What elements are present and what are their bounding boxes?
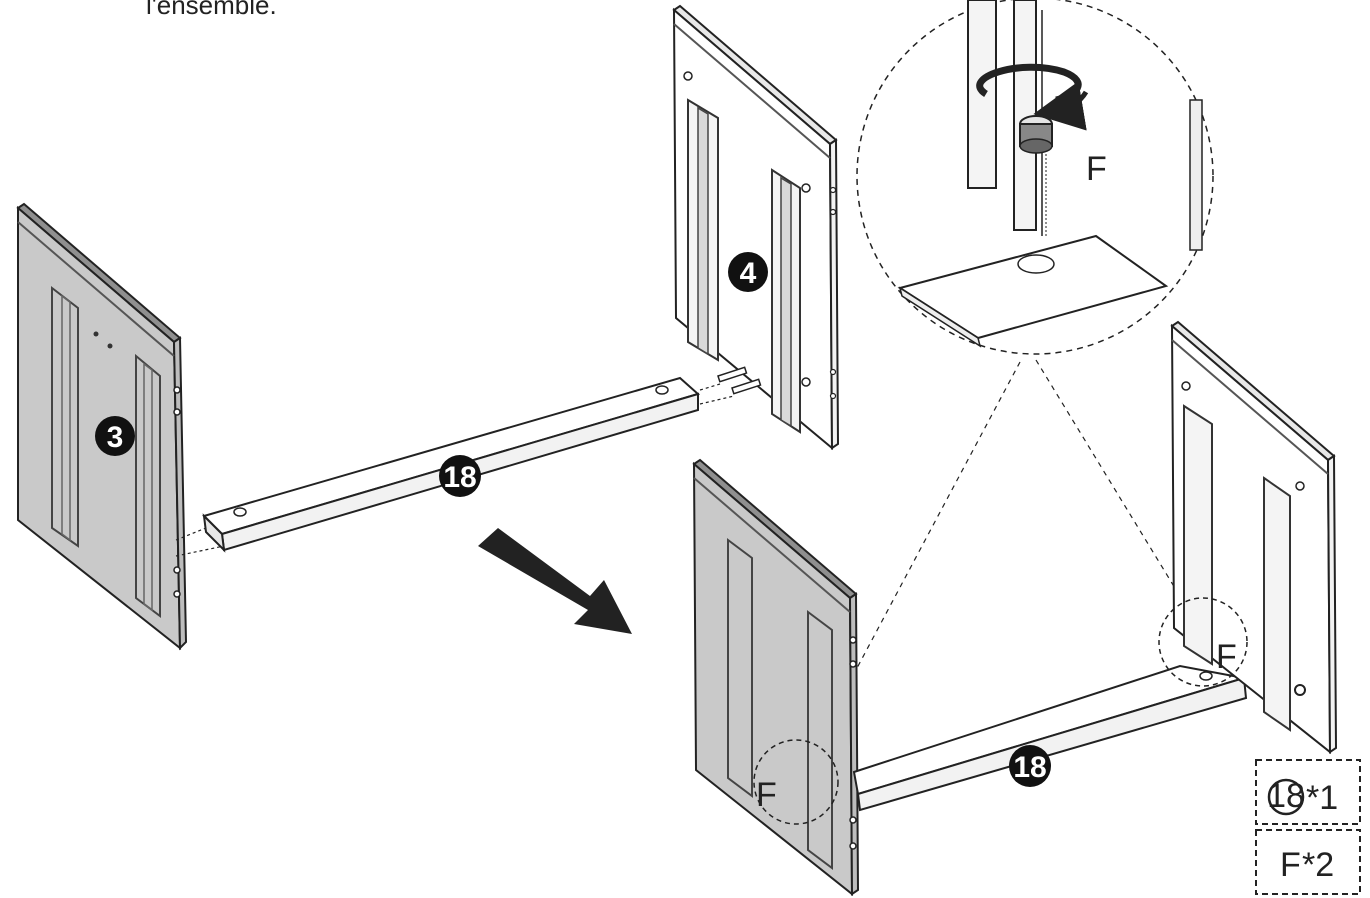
part-badge-18-assembled — [1009, 745, 1051, 787]
panel-assembled-left: F — [692, 458, 860, 897]
parts-list-qty-1: *1 — [1306, 779, 1338, 817]
part-badge-3 — [95, 416, 135, 456]
parts-list-part-2: F — [1280, 846, 1301, 884]
instruction-caption: l'ensemble. — [146, 0, 277, 20]
part-number-4: 4 — [740, 257, 757, 290]
fastener-label-zoom: F — [1086, 150, 1107, 188]
part-number-18-assembled: 18 — [1013, 751, 1046, 784]
parts-list-part-1: 18 — [1267, 777, 1305, 815]
part-number-3: 3 — [107, 421, 124, 454]
detail-ring-right — [1158, 597, 1248, 687]
rail-assembled: 18 — [852, 664, 1248, 812]
parts-list-box-2 — [1255, 829, 1361, 895]
part-badge-4 — [728, 252, 768, 292]
parts-list-qty-2: *2 — [1302, 846, 1334, 884]
fastener-label-right: F — [1216, 638, 1237, 676]
parts-list: 18 *1 F *2 — [1255, 759, 1361, 895]
panel-back: 4 — [672, 4, 840, 451]
detail-ring-left — [753, 739, 839, 825]
parts-list-part-ring — [1267, 778, 1305, 816]
zoom-detail: F — [856, 0, 1214, 355]
panel-left: 3 — [16, 202, 188, 651]
part-number-18-exploded: 18 — [443, 461, 476, 494]
fastener-label-left: F — [756, 776, 777, 814]
direction-arrow — [478, 528, 632, 634]
rail-exploded: 18 — [175, 366, 762, 557]
panel-assembled-right: F — [1158, 320, 1338, 755]
part-badge-18-exploded — [439, 455, 481, 497]
parts-list-box-1 — [1255, 759, 1361, 825]
